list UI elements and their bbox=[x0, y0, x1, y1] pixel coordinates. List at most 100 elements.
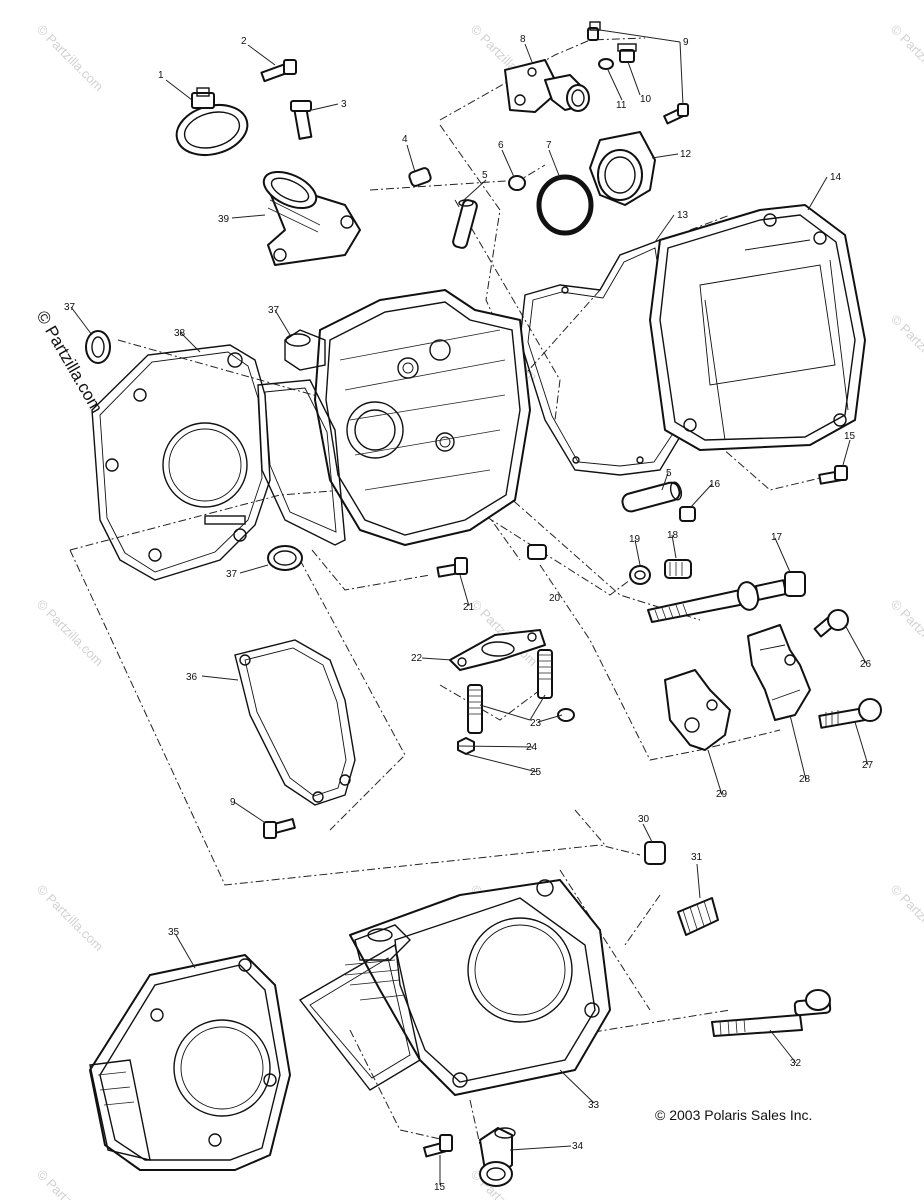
callout-15b: 15 bbox=[434, 1182, 446, 1193]
callout-31: 31 bbox=[691, 852, 703, 863]
bracket-28 bbox=[747, 624, 811, 721]
watermark: © Partzilla.com bbox=[888, 22, 924, 95]
plug-10 bbox=[617, 43, 637, 63]
copyright-text: © 2003 Polaris Sales Inc. bbox=[655, 1107, 812, 1123]
callout-20: 20 bbox=[549, 593, 561, 604]
valve-guide-5 bbox=[452, 199, 478, 249]
callout-24: 24 bbox=[526, 742, 538, 753]
valve-cover-gasket-13 bbox=[519, 239, 691, 476]
watermark: © Partzilla.com bbox=[34, 882, 107, 955]
bolt-26 bbox=[813, 609, 849, 638]
washer-11 bbox=[598, 58, 614, 70]
watermark: © Partzilla.com bbox=[34, 22, 107, 95]
leader-lines bbox=[70, 29, 869, 1185]
callout-33: 33 bbox=[588, 1100, 600, 1111]
watermark: © Partzilla.com bbox=[34, 597, 107, 670]
callout-27: 27 bbox=[862, 760, 874, 771]
seal-6 bbox=[508, 175, 526, 191]
bolt-27 bbox=[818, 698, 882, 729]
callout-18: 18 bbox=[667, 530, 679, 541]
valve-cover-14 bbox=[649, 204, 866, 451]
callout-4: 4 bbox=[402, 134, 408, 145]
o-ring-7 bbox=[536, 174, 594, 236]
cylinder-gasket-38 bbox=[91, 344, 271, 581]
callout-14: 14 bbox=[830, 172, 842, 183]
callout-8: 8 bbox=[520, 34, 526, 45]
callout-7: 7 bbox=[546, 140, 552, 151]
callout-2: 2 bbox=[241, 36, 247, 47]
callout-38: 38 bbox=[174, 328, 186, 339]
callout-9: 9 bbox=[683, 37, 689, 48]
washer-18 bbox=[664, 559, 692, 579]
callout-32: 32 bbox=[790, 1058, 802, 1069]
seal-37-top bbox=[85, 330, 111, 364]
callout-39: 39 bbox=[218, 214, 230, 225]
callout-23: 23 bbox=[530, 718, 542, 729]
callout-19: 19 bbox=[629, 534, 641, 545]
screw-9b bbox=[663, 103, 689, 125]
callout-37a: 37 bbox=[64, 302, 76, 313]
watermark: © Partzilla.com bbox=[34, 1167, 107, 1200]
callout-22: 22 bbox=[411, 653, 423, 664]
seal-16 bbox=[679, 506, 696, 522]
washer-19 bbox=[629, 565, 651, 585]
dowel-4 bbox=[408, 167, 432, 187]
callout-36: 36 bbox=[186, 672, 198, 683]
callout-29: 29 bbox=[716, 789, 728, 800]
screw-15-top bbox=[818, 465, 848, 485]
callout-21: 21 bbox=[463, 602, 475, 613]
washer-24 bbox=[557, 708, 575, 722]
dowel-30 bbox=[644, 841, 666, 865]
fitting-34 bbox=[479, 1127, 516, 1187]
cylinder-block-33 bbox=[298, 879, 611, 1096]
callout-37c: 37 bbox=[226, 569, 238, 580]
callout-12: 12 bbox=[680, 149, 692, 160]
callout-6: 6 bbox=[498, 140, 504, 151]
studs-23 bbox=[467, 649, 553, 734]
callout-34: 34 bbox=[572, 1141, 584, 1152]
callout-37b: 37 bbox=[268, 305, 280, 316]
water-outlet-8 bbox=[504, 59, 590, 113]
base-gasket-36 bbox=[234, 639, 356, 806]
callout-labels: 1 2 3 4 5 6 7 8 9 10 11 12 13 14 15 5 16… bbox=[64, 34, 874, 1193]
callout-15: 15 bbox=[844, 431, 856, 442]
cylinder-35 bbox=[89, 954, 291, 1171]
dowel-20 bbox=[527, 544, 547, 560]
watermark: © Partzilla.com bbox=[888, 882, 924, 955]
head-gasket-left bbox=[257, 379, 346, 546]
callout-10: 10 bbox=[640, 94, 652, 105]
callout-5: 5 bbox=[482, 170, 488, 181]
callout-30: 30 bbox=[638, 814, 650, 825]
callout-16: 16 bbox=[709, 479, 721, 490]
spring-31 bbox=[677, 897, 719, 936]
callout-9c: 9 bbox=[230, 797, 236, 808]
watermark: © Partzilla.com bbox=[888, 597, 924, 670]
valve-guide-5b bbox=[621, 481, 683, 513]
callout-28: 28 bbox=[799, 774, 811, 785]
callout-25: 25 bbox=[530, 767, 542, 778]
callout-26: 26 bbox=[860, 659, 872, 670]
thermostat-cover-12 bbox=[589, 131, 656, 206]
watermark: © Partzilla.com bbox=[888, 312, 924, 385]
stud-32 bbox=[711, 989, 832, 1037]
screw-9c bbox=[263, 818, 296, 839]
intake-boot bbox=[262, 170, 361, 266]
bolt-2 bbox=[260, 59, 297, 83]
hose-clamp bbox=[175, 87, 249, 156]
callout-1: 1 bbox=[158, 70, 164, 81]
cylinder-head bbox=[284, 289, 531, 546]
screw-15-bottom bbox=[423, 1134, 453, 1158]
seal-37-bottom bbox=[267, 545, 303, 571]
callout-5b: 5 bbox=[666, 468, 672, 479]
screw-9a bbox=[587, 21, 601, 41]
callout-11: 11 bbox=[616, 100, 627, 111]
callout-35: 35 bbox=[168, 927, 180, 938]
bracket-29 bbox=[664, 669, 731, 751]
screw-21 bbox=[436, 557, 468, 578]
bolt-3 bbox=[290, 100, 313, 140]
exhaust-gasket-22 bbox=[449, 629, 546, 671]
callout-13: 13 bbox=[677, 210, 689, 221]
head-bolt-17 bbox=[647, 571, 806, 623]
callout-17: 17 bbox=[771, 532, 783, 543]
